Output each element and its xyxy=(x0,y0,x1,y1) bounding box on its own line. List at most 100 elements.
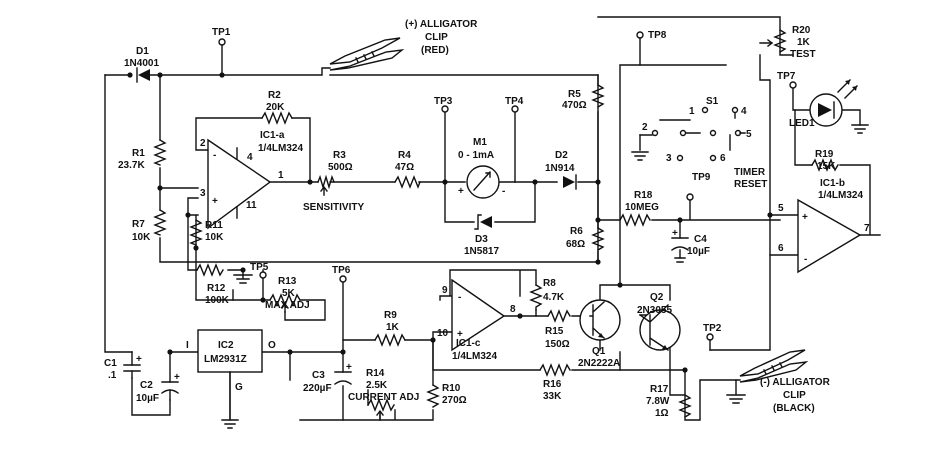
switch-s1 xyxy=(639,106,746,162)
r10-value: 270Ω xyxy=(442,395,467,406)
tp8-label: TP8 xyxy=(648,30,667,41)
ic1a-pin-gnd: 11 xyxy=(246,200,257,211)
r13-arrow xyxy=(281,302,289,313)
r2-ref: R2 xyxy=(268,90,281,101)
r9-body xyxy=(374,333,406,347)
opamp-ic1a xyxy=(207,138,272,230)
s1-pin-1: 1 xyxy=(689,106,695,117)
r3-body xyxy=(317,174,335,190)
r18-value: 10MEG xyxy=(625,202,659,213)
r17-value: 7.8W xyxy=(646,396,670,407)
r14-value: 2.5K xyxy=(366,380,388,391)
transistor-q2 xyxy=(639,304,681,351)
ic1a-pin-plus: 3 xyxy=(200,188,206,199)
clip-black-line3: (BLACK) xyxy=(773,403,815,414)
r8-ref: R8 xyxy=(543,278,556,289)
c3-ref: C3 xyxy=(312,370,325,381)
tp3-label: TP3 xyxy=(434,96,453,107)
ic1b-pin-out: 7 xyxy=(864,223,870,234)
ic1b-sign-minus: - xyxy=(804,254,807,265)
diodes xyxy=(136,67,577,230)
led1-ref: LED1 xyxy=(789,118,815,129)
clip-black-line2: CLIP xyxy=(783,390,806,401)
meter-m1 xyxy=(466,165,500,199)
d1-symbol xyxy=(136,67,150,83)
r11-ref: R11 xyxy=(205,220,223,231)
tp1-label: TP1 xyxy=(212,27,231,38)
q2-part: 2N3055 xyxy=(637,305,672,316)
r8-body xyxy=(529,284,543,311)
r7-ref: R7 xyxy=(132,219,145,230)
c3-symbol xyxy=(334,371,352,385)
tp6-label: TP6 xyxy=(332,265,351,276)
clip-red-line1: (+) ALLIGATOR xyxy=(405,19,478,30)
junctions xyxy=(127,72,773,373)
r5-value: 470Ω xyxy=(562,100,587,111)
r15-ref: R15 xyxy=(545,326,564,337)
ic1b-pin-minus: 6 xyxy=(778,243,784,254)
r20-arrow xyxy=(759,39,774,47)
alligator-clip-red xyxy=(329,37,405,71)
wires xyxy=(104,16,881,421)
ic1c-pin-out: 8 xyxy=(510,304,516,315)
r5-ref: R5 xyxy=(568,89,581,100)
r14-ref: R14 xyxy=(366,368,385,379)
s1-pin-4: 4 xyxy=(741,106,747,117)
r6-value: 68Ω xyxy=(566,239,585,250)
d2-symbol xyxy=(563,174,577,190)
r8-value: 4.7K xyxy=(543,292,565,303)
c1-symbol xyxy=(123,364,141,379)
r6-body xyxy=(591,227,605,251)
r6-ref: R6 xyxy=(570,226,583,237)
r10-ref: R10 xyxy=(442,383,461,394)
r9-value: 1K xyxy=(386,322,400,333)
r10-body xyxy=(426,384,440,408)
r12-value: 100K xyxy=(205,295,230,306)
ic1a-pin-out: 1 xyxy=(278,170,284,181)
resistors xyxy=(153,29,839,421)
r9-ref: R9 xyxy=(384,310,397,321)
c4-ref: C4 xyxy=(694,234,707,245)
ground-symbols xyxy=(221,124,869,429)
r4-value: 47Ω xyxy=(395,162,414,173)
r14-label: CURRENT ADJ xyxy=(348,392,419,403)
s1-label-2: RESET xyxy=(734,179,767,190)
tp4-label: TP4 xyxy=(505,96,524,107)
ic2-pin-out: O xyxy=(268,340,276,351)
d2-ref: D2 xyxy=(555,150,568,161)
r7-value: 10K xyxy=(132,232,151,243)
m1-minus: - xyxy=(502,186,505,197)
r20-value: 1K xyxy=(797,37,811,48)
r14-body xyxy=(367,398,395,412)
r7-body xyxy=(153,209,167,236)
r19-value: 15K xyxy=(817,161,836,172)
clip-black-line1: (-) ALLIGATOR xyxy=(760,377,831,388)
r18-ref: R18 xyxy=(634,190,653,201)
clip-red-line3: (RED) xyxy=(421,45,449,56)
clip-red-line2: CLIP xyxy=(425,32,448,43)
r15-value: 150Ω xyxy=(545,339,570,350)
s1-pin-2: 2 xyxy=(642,122,648,133)
ic1a-pin-vcc: 4 xyxy=(247,152,253,163)
q1-ref: Q1 xyxy=(592,346,606,357)
led-symbol xyxy=(809,79,858,127)
ic1c-sign-minus: - xyxy=(458,292,461,303)
c3-value: 220µF xyxy=(303,383,332,394)
r4-ref: R4 xyxy=(398,150,411,161)
r3-ref: R3 xyxy=(333,150,346,161)
c4-value: 10µF xyxy=(687,246,710,257)
s1-ref: S1 xyxy=(706,96,719,107)
r1-ref: R1 xyxy=(132,148,145,159)
tp7-label: TP7 xyxy=(777,71,796,82)
ic1b-part: 1/4LM324 xyxy=(818,190,863,201)
opamp-ic1b xyxy=(797,198,862,274)
r17-body xyxy=(678,394,692,418)
r4-body xyxy=(394,175,421,189)
ic2-pin-gnd: G xyxy=(235,382,243,393)
c2-symbol xyxy=(161,381,179,401)
tp5-label: TP5 xyxy=(250,262,269,273)
labels: TP1 TP3 TP4 TP5 TP6 TP8 TP7 TP9 TP2 D1 1… xyxy=(104,19,870,419)
ic2-ref: IC2 xyxy=(218,340,234,351)
capacitors xyxy=(123,237,689,401)
